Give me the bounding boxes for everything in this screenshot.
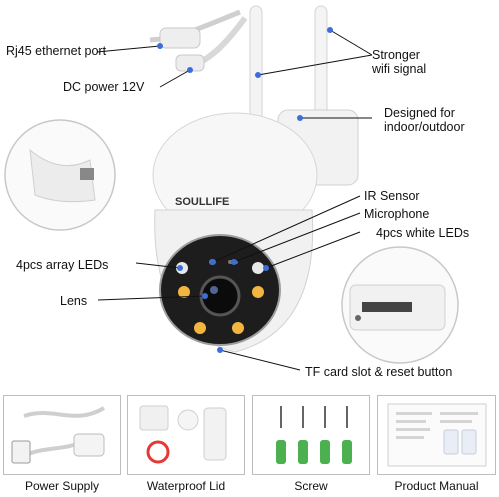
amber-led	[194, 322, 206, 334]
caption-power-supply: Power Supply	[24, 479, 100, 493]
callout-indoor: Designed for indoor/outdoor	[384, 106, 465, 134]
rj45-connector	[159, 27, 201, 49]
power-supply-thumb	[3, 395, 121, 475]
caption-product-manual: Product Manual	[394, 479, 479, 493]
callout-white-leds: 4pcs white LEDs	[376, 226, 470, 240]
amber-led	[252, 286, 264, 298]
callout-tf-card: TF card slot & reset button	[305, 365, 453, 379]
amber-led	[178, 286, 190, 298]
callout-lens: Lens	[60, 294, 88, 308]
screw-thumb	[252, 395, 370, 475]
callout-rj45: Rj45 ethernet port	[6, 44, 107, 58]
white-led	[252, 262, 264, 274]
callout-dc-power: DC power 12V	[63, 80, 145, 94]
amber-led	[232, 322, 244, 334]
caption-screw: Screw	[294, 479, 328, 493]
callout-array-leds: 4pcs array LEDs	[16, 258, 109, 272]
waterproof-lid-thumb	[127, 395, 245, 475]
caption-waterproof-lid: Waterproof Lid	[146, 479, 226, 493]
product-manual-thumb	[377, 395, 496, 475]
brand-logo: SOULLIFE	[175, 196, 229, 208]
callout-microphone: Microphone	[364, 207, 430, 221]
callout-wifi: Stronger wifi signal	[372, 48, 427, 76]
callout-ir-sensor: IR Sensor	[364, 189, 420, 203]
